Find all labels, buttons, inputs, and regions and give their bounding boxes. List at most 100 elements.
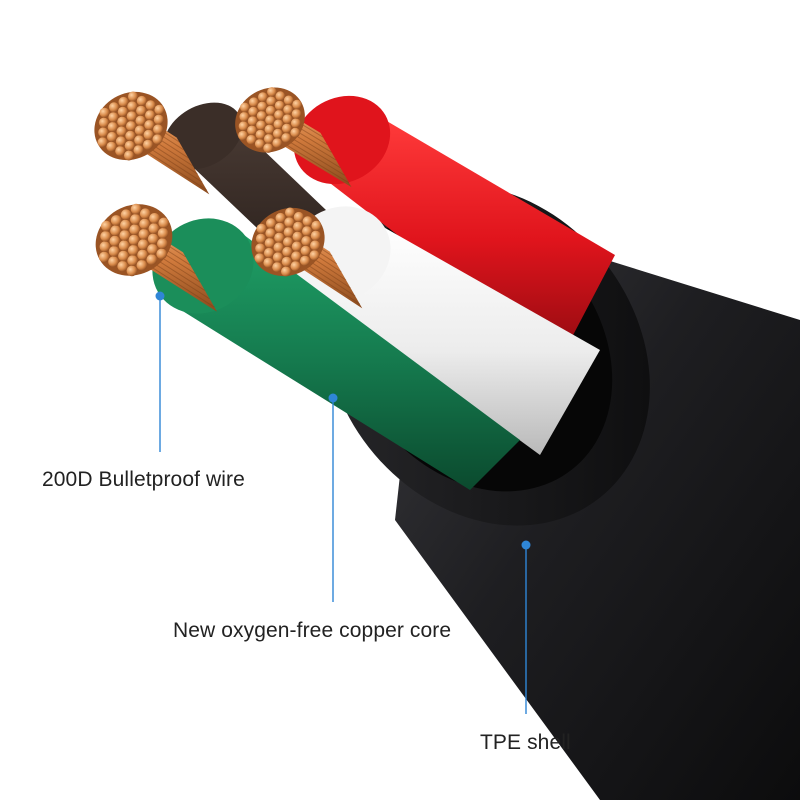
copper-bundle-green-strand-end	[101, 220, 112, 232]
copper-bundle-green-strand-end	[120, 219, 131, 231]
copper-bundle-red	[235, 87, 352, 188]
copper-bundle-dark-strand-end	[134, 135, 145, 146]
copper-bundle-green-strand-end	[138, 229, 150, 240]
copper-bundle-red-strand-end	[291, 118, 301, 128]
copper-bundle-red-strand-end	[274, 100, 285, 111]
copper-bundle-dark-strand-end	[118, 96, 129, 107]
copper-bundle-white-strand-end	[283, 227, 294, 238]
copper-bundle-green-strand-end	[147, 244, 158, 255]
copper-bundle-white-strand-end	[300, 255, 310, 266]
copper-bundle-green-strand-end	[130, 214, 141, 225]
leader-dot-shell	[521, 540, 531, 550]
copper-bundle-green-strand-end	[110, 215, 122, 226]
copper-bundle-dark-strand-end	[136, 105, 147, 116]
copper-bundle-red-strand-end	[282, 114, 293, 124]
copper-bundle-red-strand-end	[283, 104, 293, 115]
copper-bundle-green-strand-end	[126, 265, 138, 277]
copper-bundle-red-strand-end	[281, 133, 292, 143]
copper-bundles	[94, 87, 363, 312]
copper-bundle-white-strand-end	[292, 231, 303, 242]
leader-dot-copper	[328, 393, 338, 403]
copper-bundle-dark-strand-end	[99, 107, 110, 118]
copper-bundle-white-strand-end	[284, 217, 295, 228]
copper-bundle-green-strand-end	[136, 260, 148, 271]
copper-bundle-dark-strand-end	[135, 115, 146, 126]
copper-bundle-dark-strand-end	[107, 131, 117, 142]
copper-bundle-red-strand-end	[258, 92, 268, 102]
copper-bundle-white-strand-end	[310, 240, 321, 251]
copper-bundle-red-strand-end	[254, 139, 265, 149]
copper-bundle-green-strand-end	[108, 256, 119, 268]
copper-bundle-dark-strand-end	[117, 116, 128, 127]
copper-bundle-dark-strand-end	[126, 111, 137, 122]
copper-bundle-white-strand-end	[311, 220, 322, 231]
copper-bundle-dark-strand-end	[117, 106, 128, 117]
copper-bundle-dark-strand-end	[98, 127, 109, 138]
copper-bundle-white-strand-end	[281, 266, 291, 277]
copper-bundle-red-strand-end	[238, 121, 249, 131]
copper-bundle-green-strand-end	[130, 203, 142, 215]
copper-bundle-green-strand-end	[156, 248, 167, 260]
copper-bundle-white-strand-end	[285, 207, 295, 218]
green-insulation	[165, 232, 520, 490]
copper-bundle-green	[95, 203, 218, 312]
copper-bundle-dark-strand-end	[154, 104, 165, 115]
copper-bundle-white-strand-end	[265, 228, 276, 239]
copper-bundle-red-strand-end	[264, 134, 274, 144]
copper-bundle-red-strand-end	[267, 87, 277, 97]
copper-bundle-dark-strand-end	[108, 112, 119, 123]
copper-bundle-red-strand-end	[291, 109, 302, 119]
copper-bundle-dark-strand-end	[98, 117, 109, 128]
red-insulation	[300, 120, 615, 360]
green-conductor	[152, 218, 520, 490]
copper-bundle-dark-strand-end	[109, 102, 119, 113]
copper-bundle-dark-strand-end	[153, 124, 164, 135]
copper-bundle-white-strand-end	[254, 253, 265, 264]
copper-bundle-dark-strand-end	[116, 126, 127, 137]
copper-bundle-red-strand-end	[273, 119, 284, 129]
copper-bundle-white-strand-end	[302, 226, 312, 237]
copper-bundle-dark-strand-end	[124, 140, 135, 151]
copper-bundle-red-strand-end	[274, 110, 284, 120]
copper-bundle-red-strand-end	[264, 124, 275, 135]
green-insulation-end	[152, 218, 254, 314]
copper-bundle-white-strand-end	[293, 211, 304, 222]
copper-bundle-white-strand-end	[264, 247, 274, 258]
callout-label-copper-core: New oxygen-free copper core	[173, 619, 452, 642]
copper-bundle-red-strand-end	[255, 129, 266, 140]
copper-bundle-green-strand-end	[137, 249, 148, 261]
copper-bundle-green-strand-end	[139, 218, 150, 230]
copper-bundle-green-strand-end	[108, 246, 120, 257]
copper-bundle-dark-strand-end	[124, 150, 134, 161]
copper-bundle-green-strand-end	[146, 254, 158, 265]
copper-bundle-white-strand-end	[264, 238, 275, 248]
copper-bundle-green-strand-end	[119, 230, 131, 241]
copper-bundle-green-strand-end	[157, 228, 169, 239]
copper-bundle-white-strand-end	[274, 232, 285, 243]
copper-bundle-dark-strand-end	[106, 141, 117, 152]
copper-bundle-white-strand-end	[255, 233, 266, 244]
copper-bundle-dark-strand-end	[127, 101, 138, 112]
copper-bundle-red-strand-end	[273, 128, 283, 139]
leader-dot-bulletproof	[155, 291, 165, 301]
copper-bundle-white-strand-end	[273, 242, 284, 253]
copper-bundle-white-strand-end	[310, 230, 321, 241]
copper-bundle-dark-strand-end	[145, 110, 155, 121]
copper-bundle-white-strand-line	[301, 265, 361, 305]
copper-bundle-green-strand-end	[128, 234, 140, 246]
copper-bundle-red-strand-end	[248, 106, 258, 117]
copper-bundle-white-strand-end	[301, 236, 312, 246]
copper-bundle-white-strand-end	[302, 216, 313, 227]
copper-bundle-white-strand-end	[293, 221, 304, 232]
copper-bundle-dark-strand-end	[152, 134, 163, 145]
copper-bundle-dark-strand-end	[115, 136, 126, 147]
callout-label-tpe-shell: TPE shell	[480, 731, 571, 754]
copper-bundle-green-strand-end	[129, 224, 140, 235]
copper-bundle-red-strand-end	[239, 112, 249, 122]
copper-bundle-red-strand-end	[266, 96, 277, 106]
copper-bundle-dark-strand-end	[145, 100, 156, 111]
copper-bundle-red-strand-end	[272, 138, 283, 148]
callout-label-bulletproof: 200D Bulletproof wire	[42, 468, 245, 491]
copper-bundle-green-strand-end	[117, 261, 128, 272]
